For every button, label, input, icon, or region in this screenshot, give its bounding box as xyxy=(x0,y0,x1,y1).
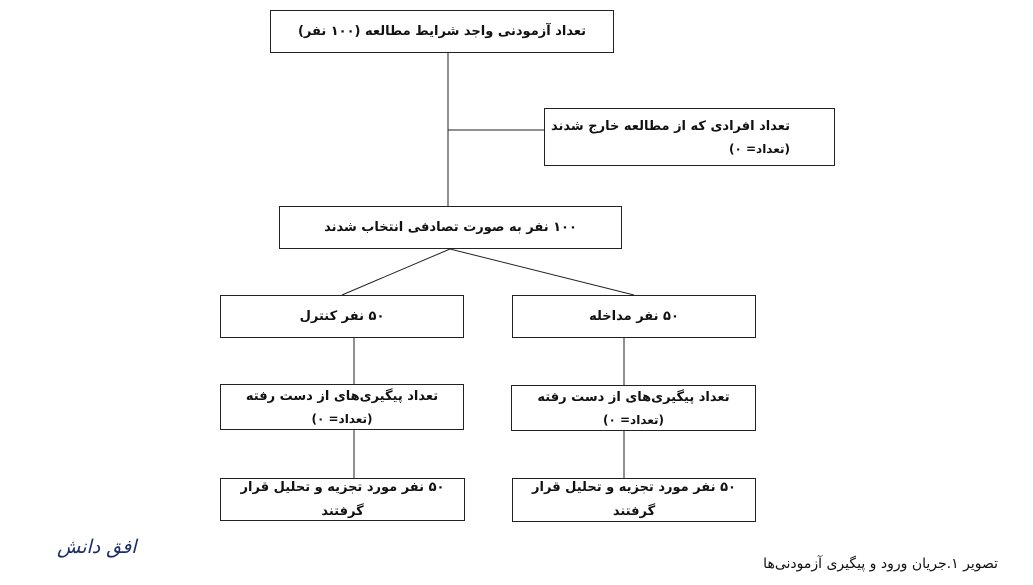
intervention-analyzed-box: ۵۰ نفر مورد تجزیه و تحلیل قرار گرفتند xyxy=(512,478,756,522)
intervention-lost-followup-label: تعداد پیگیری‌های از دست رفته xyxy=(537,390,730,405)
control-lost-followup-label: تعداد پیگیری‌های از دست رفته xyxy=(245,389,439,404)
randomized-box: ۱۰۰ نفر به صورت تصادفی انتخاب شدند xyxy=(279,206,622,249)
control-lost-followup-box: تعداد پیگیری‌های از دست رفته (تعداد= ۰) xyxy=(220,384,464,430)
intervention-analyzed-label: ۵۰ نفر مورد تجزیه و تحلیل قرار گرفتند xyxy=(532,480,736,519)
excluded-participants-count: (تعداد= ۰) xyxy=(728,142,790,156)
connector-random-to-intervention xyxy=(449,248,635,296)
intervention-lost-followup-count: (تعداد= ۰) xyxy=(603,413,665,427)
connector-random-to-control xyxy=(341,248,451,296)
intervention-lost-followup-box: تعداد پیگیری‌های از دست رفته (تعداد= ۰) xyxy=(511,385,756,431)
randomized-label: ۱۰۰ نفر به صورت تصادفی انتخاب شدند xyxy=(324,219,577,235)
control-analyzed-label: ۵۰ نفر مورد تجزیه و تحلیل قرار گرفتند xyxy=(240,479,445,519)
excluded-participants-label: تعداد افرادی که از مطالعه خارج شدند xyxy=(551,119,790,134)
eligible-participants-box: تعداد آزمودنی واجد شرایط مطالعه (۱۰۰ نفر… xyxy=(270,10,614,53)
control-group-box: ۵۰ نفر کنترل xyxy=(220,295,464,338)
publisher-logo: افق دانش xyxy=(57,536,137,558)
eligible-participants-label: تعداد آزمودنی واجد شرایط مطالعه (۱۰۰ نفر… xyxy=(297,23,587,39)
intervention-group-box: ۵۰ نفر مداخله xyxy=(512,295,756,338)
control-group-label: ۵۰ نفر کنترل xyxy=(299,308,385,324)
intervention-group-label: ۵۰ نفر مداخله xyxy=(589,308,679,324)
control-analyzed-box: ۵۰ نفر مورد تجزیه و تحلیل قرار گرفتند xyxy=(220,478,465,521)
excluded-participants-box: تعداد افرادی که از مطالعه خارج شدند (تعد… xyxy=(544,108,835,166)
figure-caption: تصویر ۱.جریان ورود و پیگیری آزمودنی‌ها xyxy=(763,556,998,572)
control-lost-followup-count: (تعداد= ۰) xyxy=(311,412,373,426)
